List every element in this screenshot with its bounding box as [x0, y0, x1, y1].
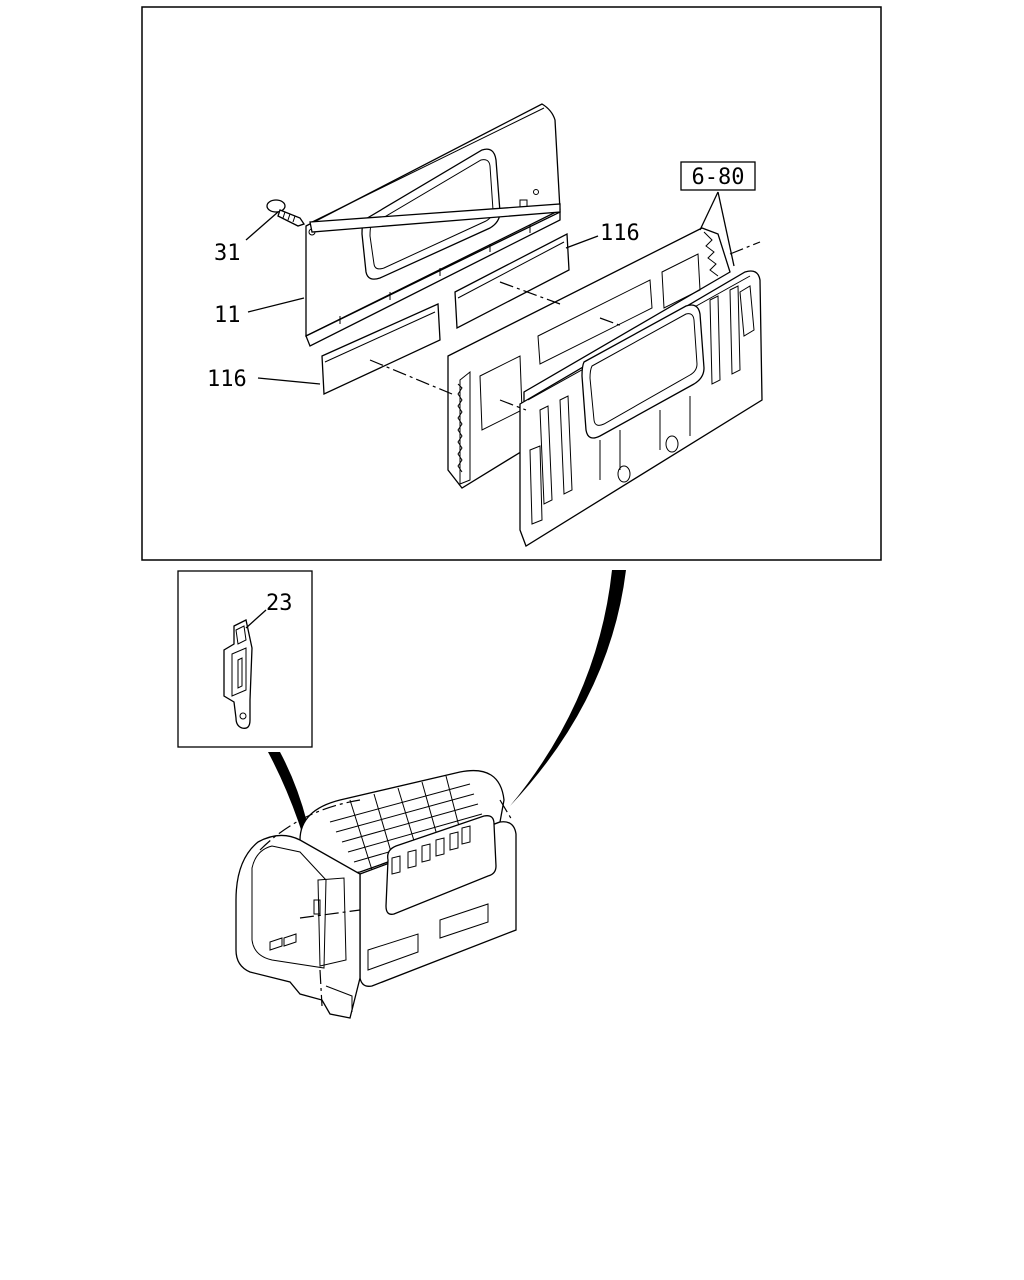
pointer-arc-main [510, 570, 626, 806]
callout-116-upper: 116 [600, 221, 640, 246]
pad-116-upper [454, 232, 570, 330]
leader-23 [245, 609, 267, 629]
leader-31 [245, 211, 279, 241]
screw-31 [266, 199, 306, 227]
leader-116-lower [257, 377, 321, 385]
leader-11 [247, 297, 305, 313]
assembly-line-1 [499, 281, 561, 305]
rear-trim-panel [305, 103, 561, 347]
callout-11: 11 [214, 303, 241, 328]
leader-6-80-a [699, 191, 719, 231]
main-view-frame [141, 6, 882, 561]
pad-116-lower [321, 303, 441, 395]
callout-116-lower: 116 [207, 367, 247, 392]
ref-box-6-80 [680, 161, 756, 191]
callout-ref-6-80: 6-80 [692, 165, 745, 190]
assembly-line-2 [599, 317, 623, 327]
assembly-line-3 [369, 359, 453, 395]
clip-detail-frame [177, 570, 313, 748]
callout-23: 23 [266, 591, 293, 616]
assembly-line-4 [499, 399, 527, 411]
clip-23 [223, 619, 253, 729]
cab-rear-panel-assembly [447, 227, 763, 547]
cab-overview [235, 769, 517, 1019]
assembly-line-5 [729, 241, 761, 255]
callout-31: 31 [214, 241, 241, 266]
leader-116-upper [565, 235, 599, 249]
